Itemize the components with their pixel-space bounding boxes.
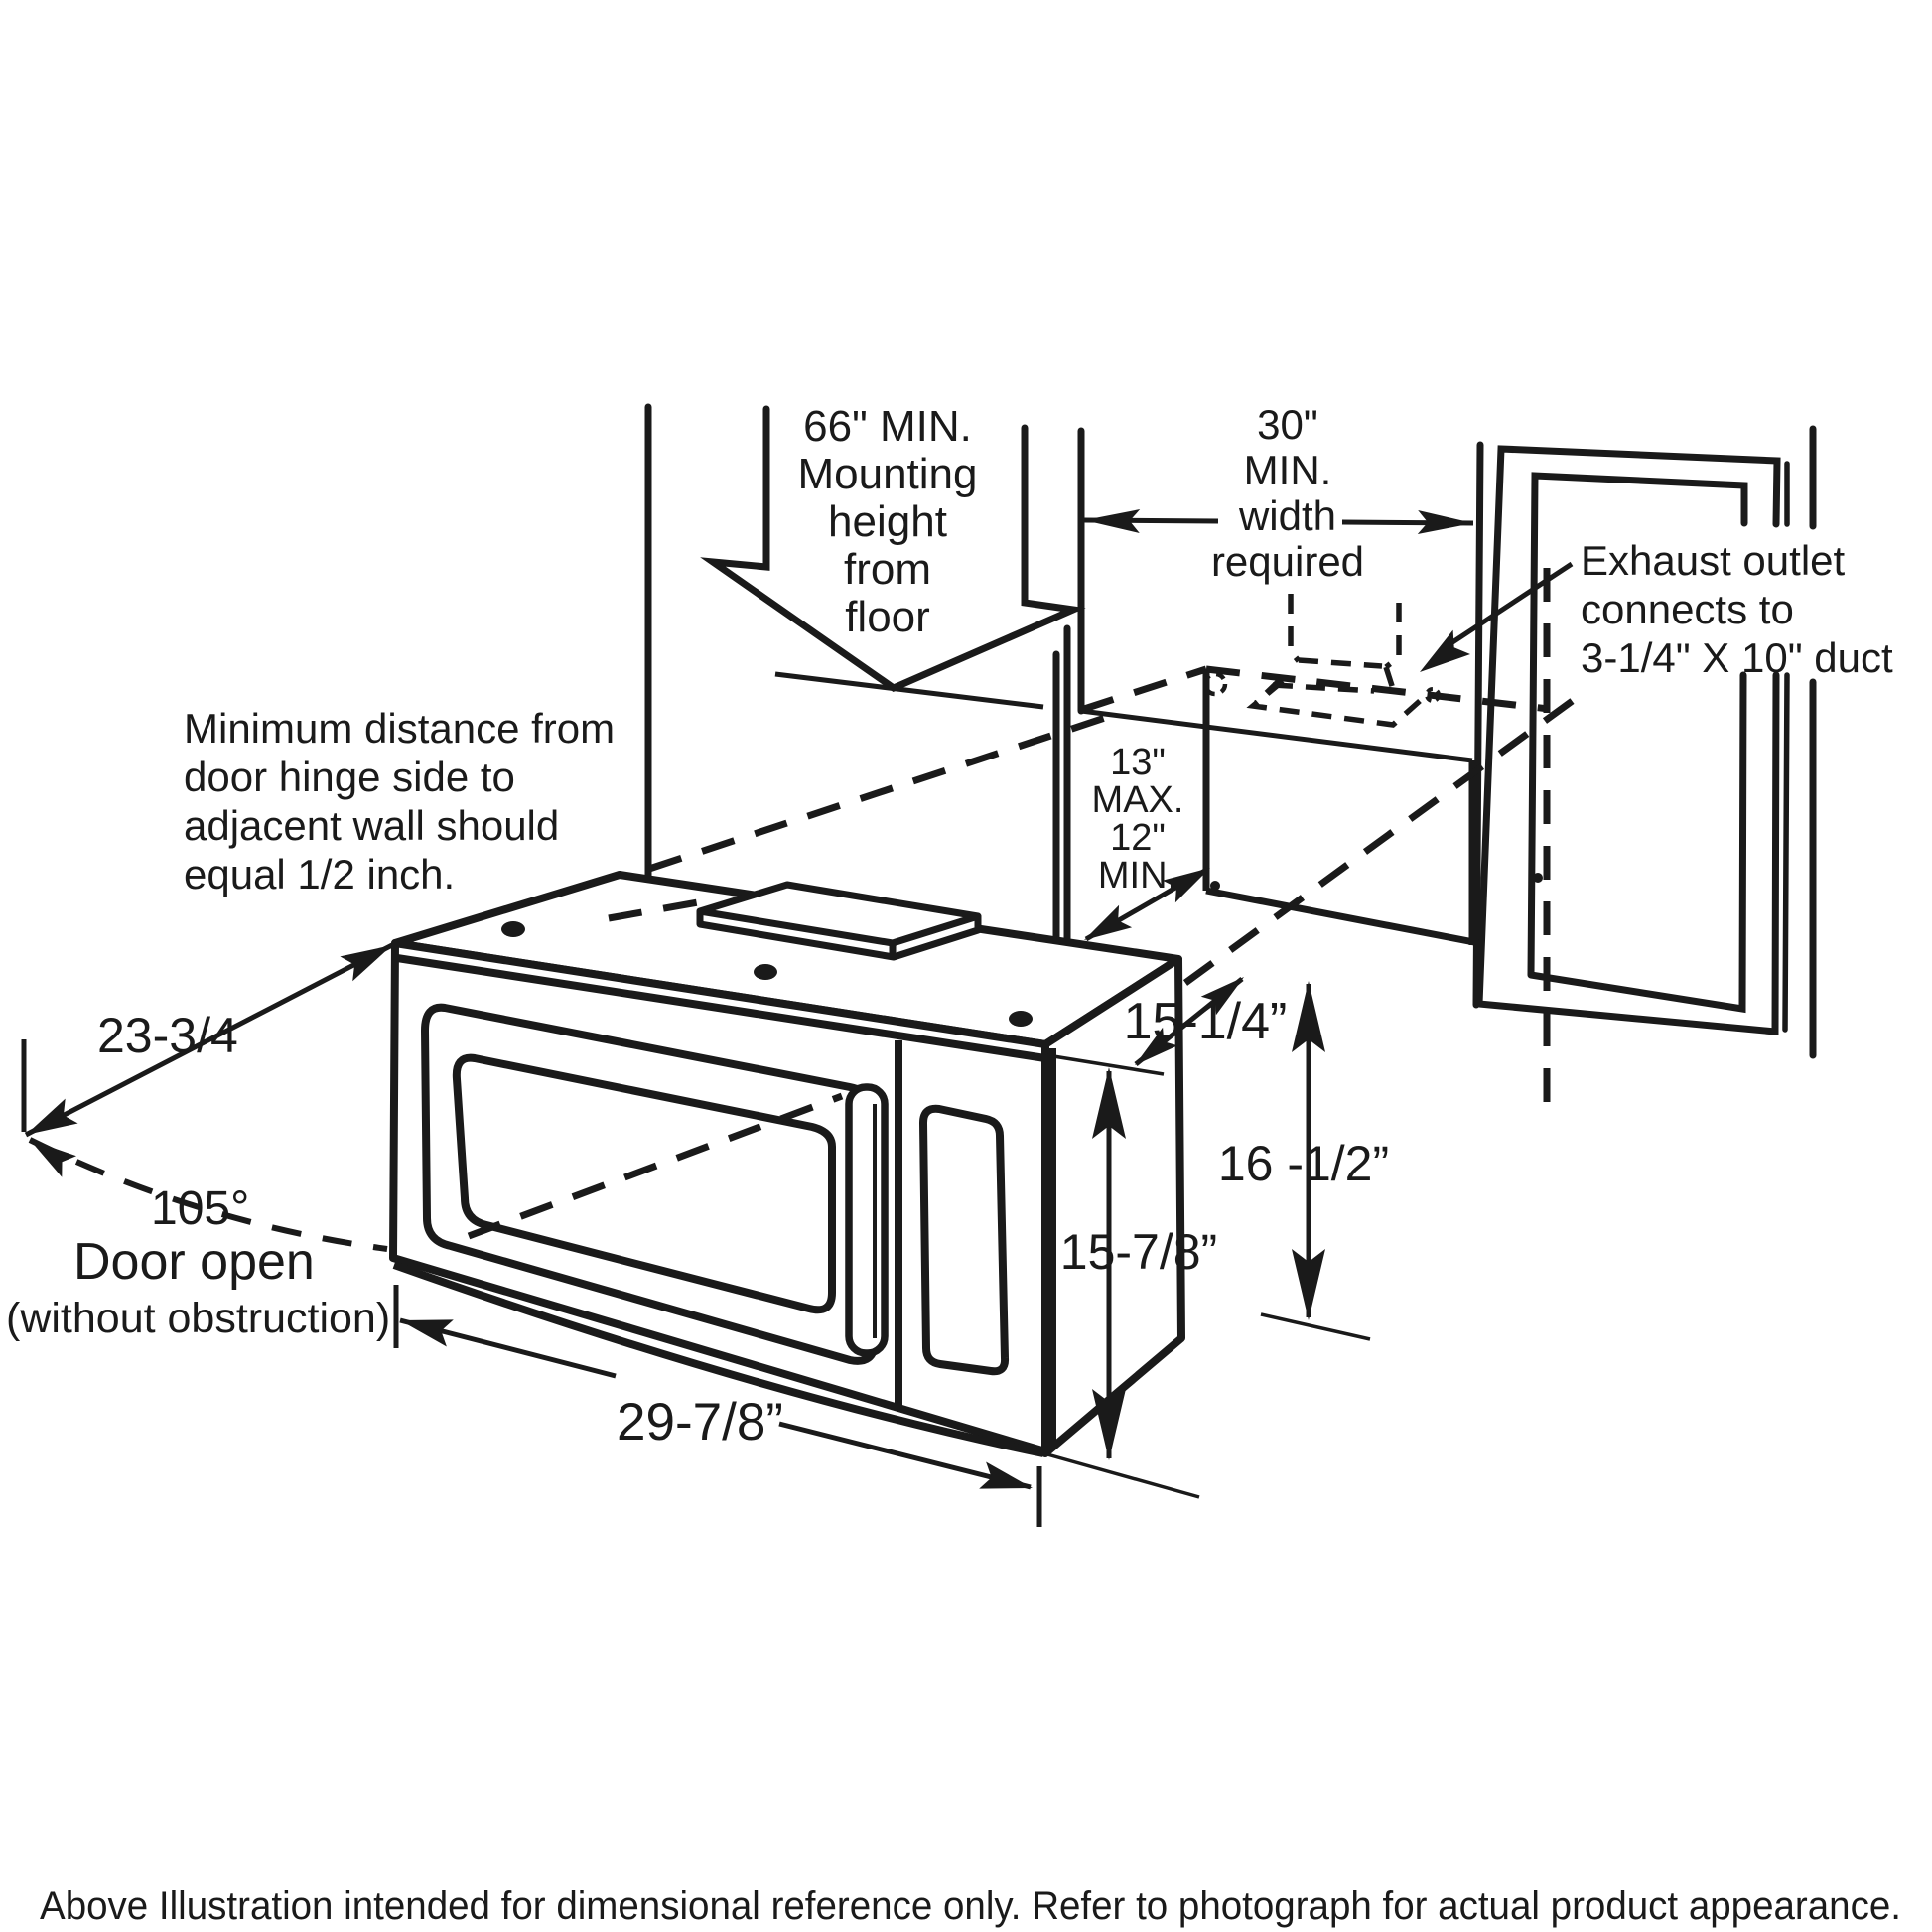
svg-text:floor: floor [845,593,930,641]
svg-text:MAX.: MAX. [1092,779,1184,821]
svg-text:66" MIN.: 66" MIN. [803,402,972,451]
svg-text:Above Illustration intended fo: Above Illustration intended for dimensio… [40,1884,1901,1928]
svg-text:(without obstruction): (without obstruction) [6,1295,390,1342]
svg-text:Door open: Door open [73,1233,315,1291]
svg-text:29-7/8”: 29-7/8” [617,1393,783,1451]
svg-text:door hinge side to: door hinge side to [184,754,515,800]
svg-text:13": 13" [1110,742,1166,783]
svg-text:adjacent wall should: adjacent wall should [184,802,559,849]
svg-text:connects to: connects to [1581,586,1794,632]
svg-text:105°: 105° [151,1182,249,1235]
svg-text:equal 1/2 inch.: equal 1/2 inch. [184,851,455,897]
svg-text:from: from [844,545,931,594]
svg-text:12": 12" [1110,817,1166,859]
svg-text:height: height [828,497,947,546]
svg-text:23-3/4: 23-3/4 [97,1008,238,1063]
svg-text:width: width [1238,492,1336,539]
svg-text:Exhaust outlet: Exhaust outlet [1581,537,1846,584]
svg-text:15-7/8”: 15-7/8” [1060,1224,1217,1280]
svg-text:15-1/4”: 15-1/4” [1124,993,1288,1050]
svg-text:MIN.: MIN. [1098,855,1177,897]
svg-text:16 -1/2”: 16 -1/2” [1218,1136,1389,1191]
svg-text:3-1/4" X 10" duct: 3-1/4" X 10" duct [1581,634,1893,681]
svg-text:Mounting: Mounting [797,450,977,498]
svg-text:required: required [1211,538,1364,585]
svg-text:Minimum distance from: Minimum distance from [184,705,615,752]
svg-text:30": 30" [1257,401,1318,448]
svg-text:MIN.: MIN. [1244,447,1332,493]
